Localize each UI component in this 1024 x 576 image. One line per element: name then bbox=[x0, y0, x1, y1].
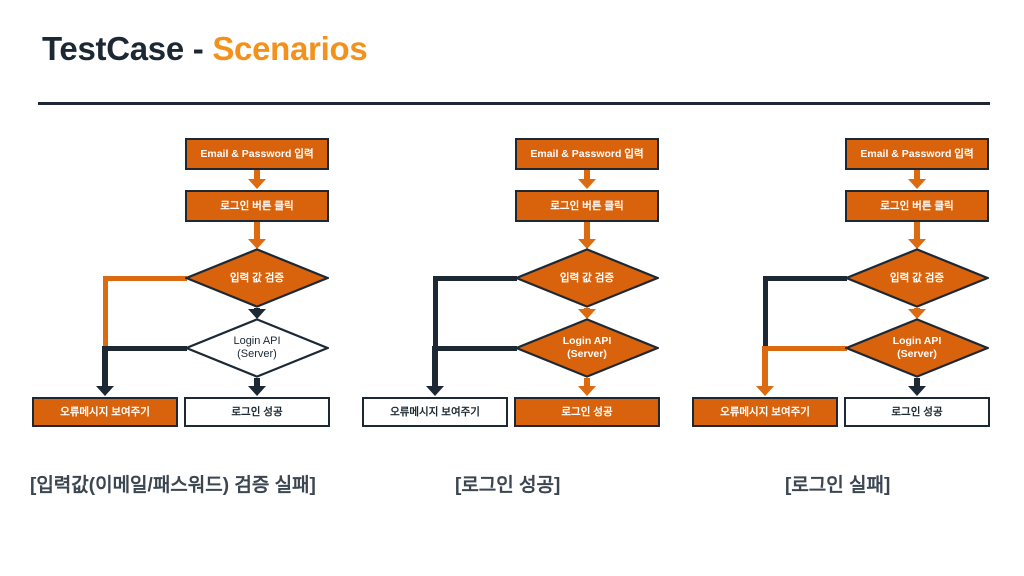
scenario-login-success-conn-validate-to-api-head bbox=[577, 309, 596, 320]
scenario-validation-failure-conn-elbow-lower-shaft bbox=[102, 345, 108, 388]
scenario-validation-failure-conn-elbow-upper bbox=[102, 275, 108, 348]
scenario-login-failure-conn-api-to-success-head bbox=[907, 386, 926, 397]
page-title: TestCase - Scenarios bbox=[42, 30, 368, 68]
scenario-validation-failure-node-error-message: 오류메시지 보여주기 bbox=[32, 397, 178, 427]
scenario-login-success-node-credentials-label: Email & Password 입력 bbox=[530, 147, 644, 160]
scenario-validation-failure-decision-validate-shape bbox=[185, 248, 329, 308]
scenario-validation-failure-conn-api-to-success-shaft bbox=[254, 378, 260, 388]
scenario-login-success-decision-validate-shape bbox=[515, 248, 659, 308]
scenario-login-failure-conn-validate-branch-h bbox=[765, 275, 847, 281]
scenario-login-success-conn-api-branch-h bbox=[435, 345, 517, 351]
scenario-validation-failure-conn-credentials-to-click-shaft bbox=[254, 170, 260, 181]
scenario-validation-failure-conn-api-branch-h bbox=[105, 345, 187, 351]
scenario-login-failure-node-login-success-label: 로그인 성공 bbox=[891, 405, 943, 418]
title-divider bbox=[38, 102, 990, 105]
scenario-validation-failure-node-login-click: 로그인 버튼 클릭 bbox=[185, 190, 329, 222]
scenario-caption-2: [로그인 성공] bbox=[455, 475, 561, 496]
scenario-login-success-conn-elbow-lower-head bbox=[425, 386, 444, 397]
page-title-main: TestCase - bbox=[42, 30, 213, 67]
scenario-validation-failure-conn-click-to-validate-head bbox=[247, 239, 266, 250]
scenario-login-failure-conn-click-to-validate-shaft bbox=[914, 222, 920, 241]
scenario-login-success-conn-elbow-lower-shaft bbox=[432, 345, 438, 388]
scenario-login-success-node-login-click: 로그인 버튼 클릭 bbox=[515, 190, 659, 222]
scenario-login-success-conn-validate-branch-h bbox=[435, 275, 517, 281]
scenario-login-failure-conn-elbow-upper bbox=[762, 275, 768, 348]
scenario-validation-failure-conn-validate-to-api-head bbox=[247, 309, 266, 320]
scenario-login-failure-node-login-click-label: 로그인 버튼 클릭 bbox=[880, 199, 954, 212]
scenario-login-success-node-login-click-label: 로그인 버튼 클릭 bbox=[550, 199, 624, 212]
scenario-login-success-node-error-message-label: 오류메시지 보여주기 bbox=[390, 405, 480, 418]
scenario-login-failure-node-error-message: 오류메시지 보여주기 bbox=[692, 397, 838, 427]
scenario-login-success-conn-elbow-upper bbox=[432, 275, 438, 348]
scenario-login-success-conn-api-to-success-head bbox=[577, 386, 596, 397]
scenario-login-success-conn-credentials-to-click-shaft bbox=[584, 170, 590, 181]
scenario-login-failure-decision-validate-shape bbox=[845, 248, 989, 308]
scenario-login-failure-conn-elbow-lower-head bbox=[755, 386, 774, 397]
scenario-login-success-conn-credentials-to-click-head bbox=[577, 179, 596, 190]
scenario-caption-1: [입력값(이메일/패스워드) 검증 실패] bbox=[30, 475, 316, 496]
scenario-validation-failure-node-credentials-label: Email & Password 입력 bbox=[200, 147, 314, 160]
scenario-login-failure-node-credentials-label: Email & Password 입력 bbox=[860, 147, 974, 160]
scenario-validation-failure-conn-api-to-success-head bbox=[247, 386, 266, 397]
scenario-login-success-conn-api-to-success-shaft bbox=[584, 378, 590, 388]
scenario-login-failure-decision-login-api-shape bbox=[845, 318, 989, 378]
scenario-login-failure-conn-click-to-validate-head bbox=[907, 239, 926, 250]
scenario-login-failure-decision-login-api: Login API(Server) bbox=[845, 318, 989, 378]
scenario-login-success-conn-click-to-validate-head bbox=[577, 239, 596, 250]
scenario-validation-failure-conn-click-to-validate-shaft bbox=[254, 222, 260, 241]
scenario-login-failure-conn-api-branch-h bbox=[765, 345, 847, 351]
scenario-caption-3: [로그인 실패] bbox=[785, 475, 891, 496]
scenario-login-failure-conn-api-to-success-shaft bbox=[914, 378, 920, 388]
scenario-login-failure-conn-credentials-to-click-shaft bbox=[914, 170, 920, 181]
scenario-login-success-node-login-success: 로그인 성공 bbox=[514, 397, 660, 427]
scenario-validation-failure-conn-credentials-to-click-head bbox=[247, 179, 266, 190]
scenario-login-failure-node-error-message-label: 오류메시지 보여주기 bbox=[720, 405, 810, 418]
scenario-login-success-decision-login-api-shape bbox=[515, 318, 659, 378]
scenario-validation-failure-node-login-click-label: 로그인 버튼 클릭 bbox=[220, 199, 294, 212]
scenario-login-success-conn-click-to-validate-shaft bbox=[584, 222, 590, 241]
scenario-login-failure-conn-validate-to-api-head bbox=[907, 309, 926, 320]
scenario-validation-failure-node-credentials: Email & Password 입력 bbox=[185, 138, 329, 170]
scenario-validation-failure-node-login-success: 로그인 성공 bbox=[184, 397, 330, 427]
scenario-login-failure-conn-credentials-to-click-head bbox=[907, 179, 926, 190]
scenario-validation-failure-conn-elbow-lower-head bbox=[95, 386, 114, 397]
scenario-login-success-node-error-message: 오류메시지 보여주기 bbox=[362, 397, 508, 427]
page-title-accent: Scenarios bbox=[212, 30, 368, 67]
scenario-login-failure-node-login-click: 로그인 버튼 클릭 bbox=[845, 190, 989, 222]
scenario-validation-failure-node-error-message-label: 오류메시지 보여주기 bbox=[60, 405, 150, 418]
scenario-login-success-node-credentials: Email & Password 입력 bbox=[515, 138, 659, 170]
scenario-login-success-node-login-success-label: 로그인 성공 bbox=[561, 405, 613, 418]
scenario-validation-failure-conn-validate-branch-h bbox=[105, 275, 187, 281]
scenario-login-failure-conn-elbow-lower-shaft bbox=[762, 345, 768, 388]
scenario-login-failure-decision-validate: 입력 값 검증 bbox=[845, 248, 989, 308]
scenario-login-failure-node-login-success: 로그인 성공 bbox=[844, 397, 990, 427]
scenario-validation-failure-node-login-success-label: 로그인 성공 bbox=[231, 405, 283, 418]
scenario-login-failure-node-credentials: Email & Password 입력 bbox=[845, 138, 989, 170]
scenario-validation-failure-decision-login-api-shape bbox=[185, 318, 329, 378]
